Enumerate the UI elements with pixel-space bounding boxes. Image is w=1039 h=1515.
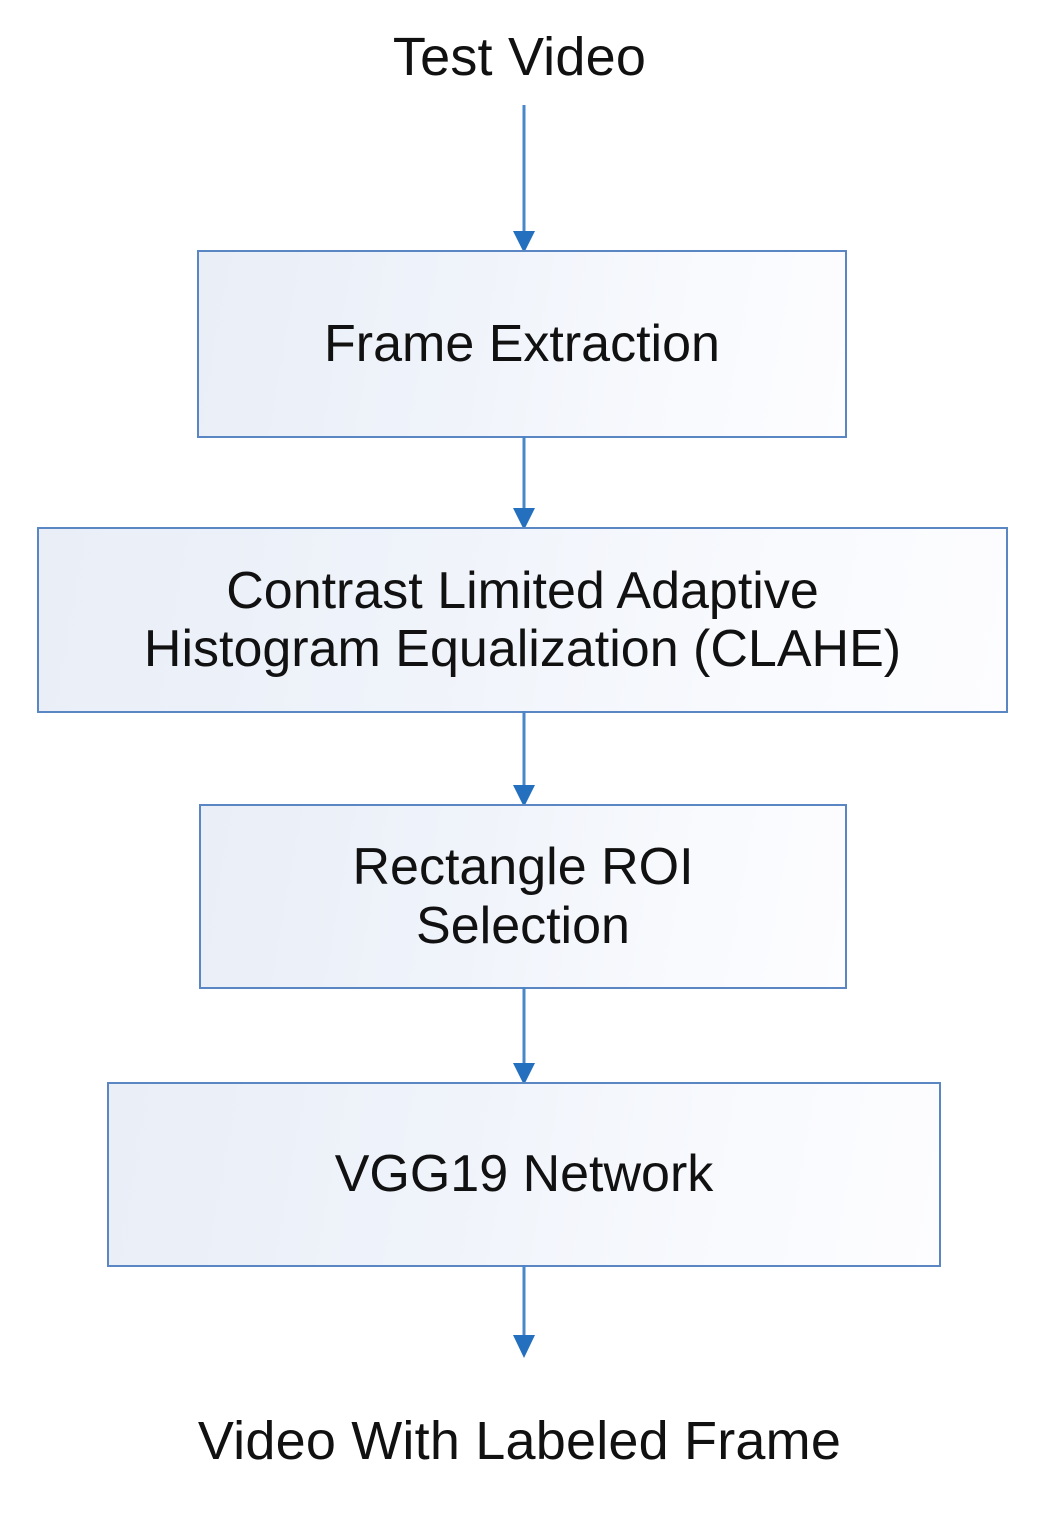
node-frame-extraction[interactable]: Frame Extraction: [197, 250, 847, 438]
node-rectangle-roi-selection[interactable]: Rectangle ROI Selection: [199, 804, 847, 989]
start-label: Test Video: [392, 27, 647, 87]
arrow-start-to-frame-extraction: [509, 105, 539, 253]
node-frame-extraction-label: Frame Extraction: [324, 314, 720, 373]
arrow-frame-extraction-to-clahe: [509, 436, 539, 530]
node-clahe-label: Contrast Limited Adaptive Histogram Equa…: [143, 561, 902, 678]
node-vgg19-network[interactable]: VGG19 Network: [107, 1082, 941, 1267]
node-clahe[interactable]: Contrast Limited Adaptive Histogram Equa…: [37, 527, 1008, 713]
end-label: Video With Labeled Frame: [197, 1411, 842, 1471]
node-vgg19-network-label: VGG19 Network: [334, 1145, 714, 1204]
arrow-clahe-to-roi: [509, 711, 539, 807]
node-rectangle-roi-selection-label: Rectangle ROI Selection: [352, 838, 694, 955]
arrow-vgg19-to-end: [509, 1265, 539, 1363]
arrow-roi-to-vgg19: [509, 987, 539, 1085]
